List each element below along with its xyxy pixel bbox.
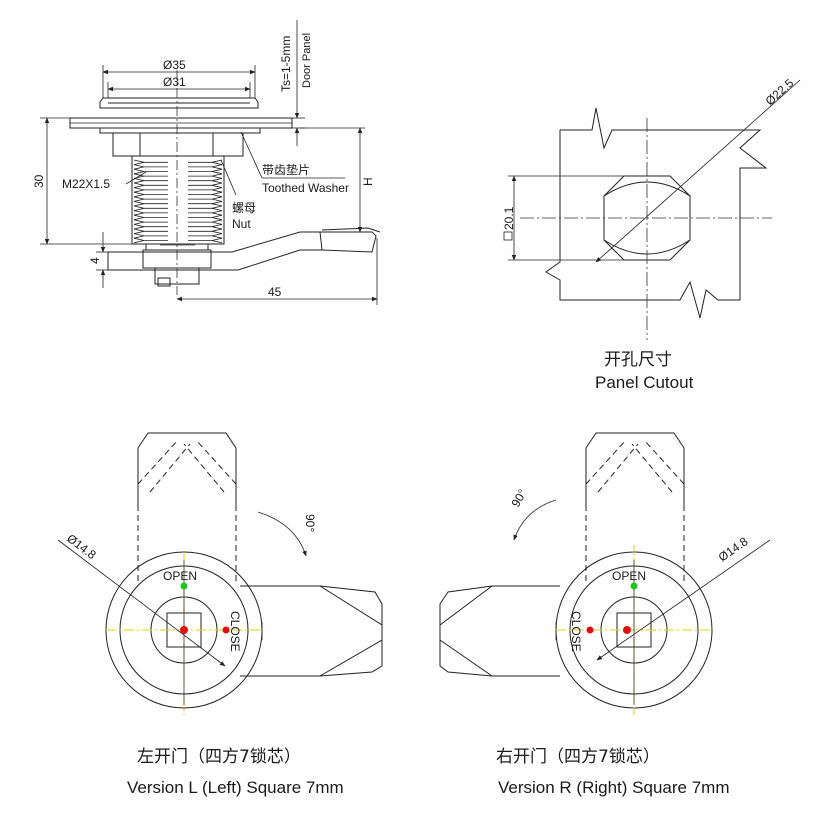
cutout-flat-dimension: 20.1 (502, 206, 516, 230)
version-right-center-dot (623, 626, 631, 634)
version-left-open-label: OPEN (163, 569, 197, 583)
cutout-title-en: Panel Cutout (595, 373, 694, 392)
cutout-title-cn: 开孔尺寸 (604, 350, 672, 370)
version-right-title-en: Version R (Right) Square 7mm (498, 778, 729, 797)
dim-h: H (361, 177, 375, 186)
version-right-close-label: CLOSE (569, 611, 583, 652)
cutout-diameter: Ø22.5 (763, 76, 797, 108)
side-view: Ø35 Ø31 Ts=1-5mm Door Panel 30 4 H 45 (32, 20, 381, 305)
version-left-view: Ø14.8 90° OPEN CLOSE 左开门（四方7锁芯） Version … (57, 432, 383, 797)
dim-4: 4 (88, 257, 102, 264)
version-right-angle: 90° (508, 487, 529, 510)
version-right-open-dot (630, 582, 638, 590)
dim-45: 45 (268, 285, 282, 299)
version-right-title-cn: 右开门（四方7锁芯） (496, 747, 660, 767)
door-panel-label: Door Panel (301, 33, 313, 88)
washer-label-cn: 带齿垫片 (262, 162, 310, 177)
version-left-title-cn: 左开门（四方7锁芯） (137, 747, 301, 767)
version-right-view: Ø14.8 90° OPEN CLOSE 右开门（四方7锁芯） Version … (439, 432, 771, 797)
dim-panel-thickness: Ts=1-5mm (279, 36, 293, 92)
version-right-diameter: Ø14.8 (716, 534, 751, 564)
dim-outer-diameter: Ø35 (163, 58, 186, 72)
panel-cutout-view: Ø22.5 20.1 开孔尺寸 Panel Cutout (502, 76, 801, 392)
version-right-open-label: OPEN (612, 569, 646, 583)
version-left-angle: 90° (303, 514, 317, 532)
dim-inner-diameter: Ø31 (163, 75, 186, 89)
washer-label-en: Toothed Washer (262, 181, 349, 195)
dim-height-30: 30 (32, 174, 46, 188)
version-left-center-dot (180, 626, 188, 634)
version-left-close-dot (222, 626, 230, 634)
version-left-open-dot (180, 582, 188, 590)
nut-label-en: Nut (232, 217, 251, 231)
version-right-close-dot (586, 626, 594, 634)
thread-label: M22X1.5 (62, 177, 110, 191)
version-left-title-en: Version L (Left) Square 7mm (127, 778, 344, 797)
nut-label-cn: 螺母 (232, 201, 256, 215)
version-left-close-label: CLOSE (228, 611, 242, 652)
